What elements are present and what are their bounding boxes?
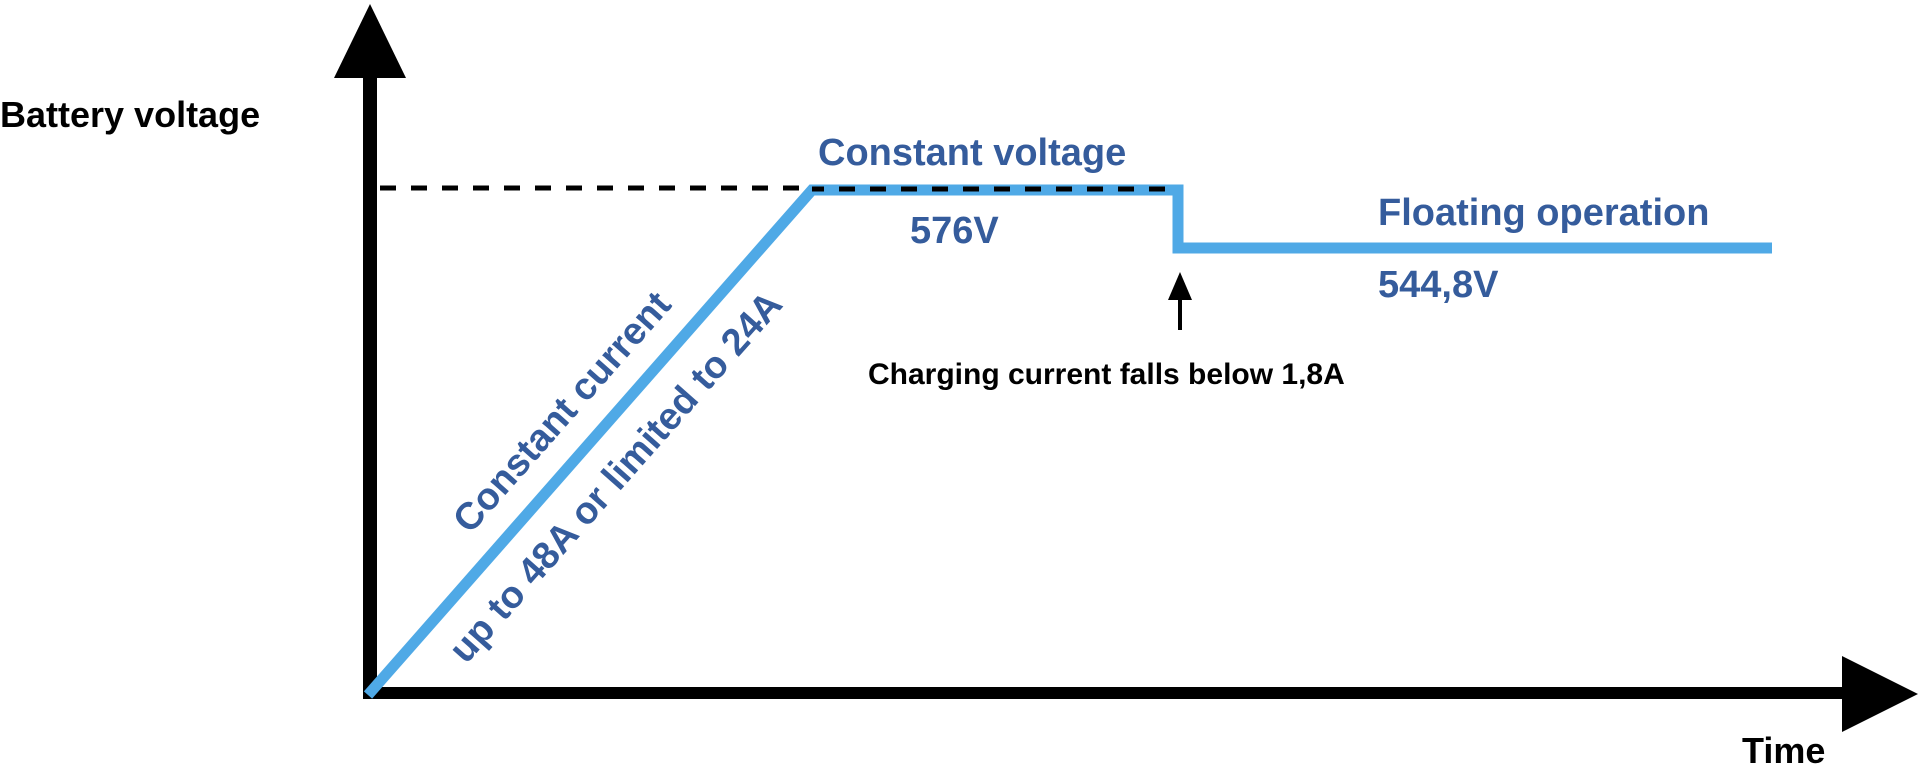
constant-voltage-label: Constant voltage [818, 132, 1126, 174]
floating-operation-value: 544,8V [1378, 264, 1499, 306]
floating-operation-label: Floating operation [1378, 192, 1709, 234]
arrow-up-icon [1168, 272, 1192, 300]
x-axis-label: Time [1742, 730, 1825, 768]
charging-curve [363, 184, 1772, 699]
constant-voltage-value: 576V [910, 210, 999, 252]
x-axis-arrowhead [1842, 656, 1918, 732]
y-axis-arrowhead [334, 4, 406, 78]
y-axis-label: Battery voltage [0, 94, 260, 135]
transition-note: Charging current falls below 1,8A [868, 358, 1345, 391]
